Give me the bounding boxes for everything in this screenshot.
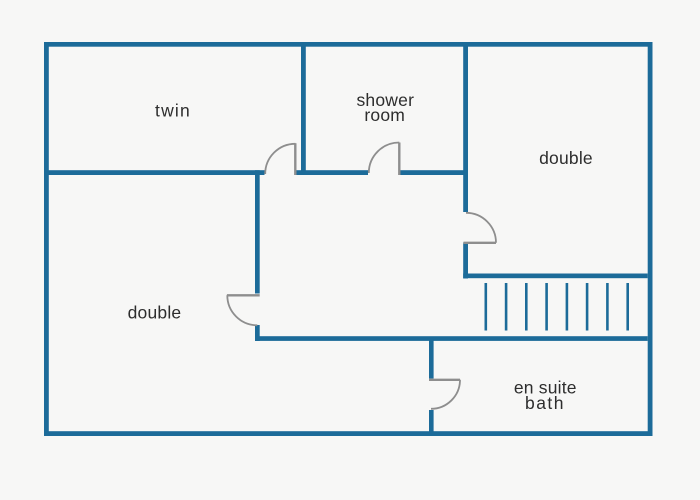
svg-text:room: room bbox=[364, 105, 405, 125]
svg-text:en suite: en suite bbox=[514, 378, 577, 398]
svg-text:bath: bath bbox=[525, 393, 565, 413]
svg-text:shower: shower bbox=[356, 90, 414, 110]
svg-text:double: double bbox=[128, 302, 182, 322]
svg-text:double: double bbox=[539, 148, 593, 168]
svg-text:twin: twin bbox=[155, 101, 191, 121]
